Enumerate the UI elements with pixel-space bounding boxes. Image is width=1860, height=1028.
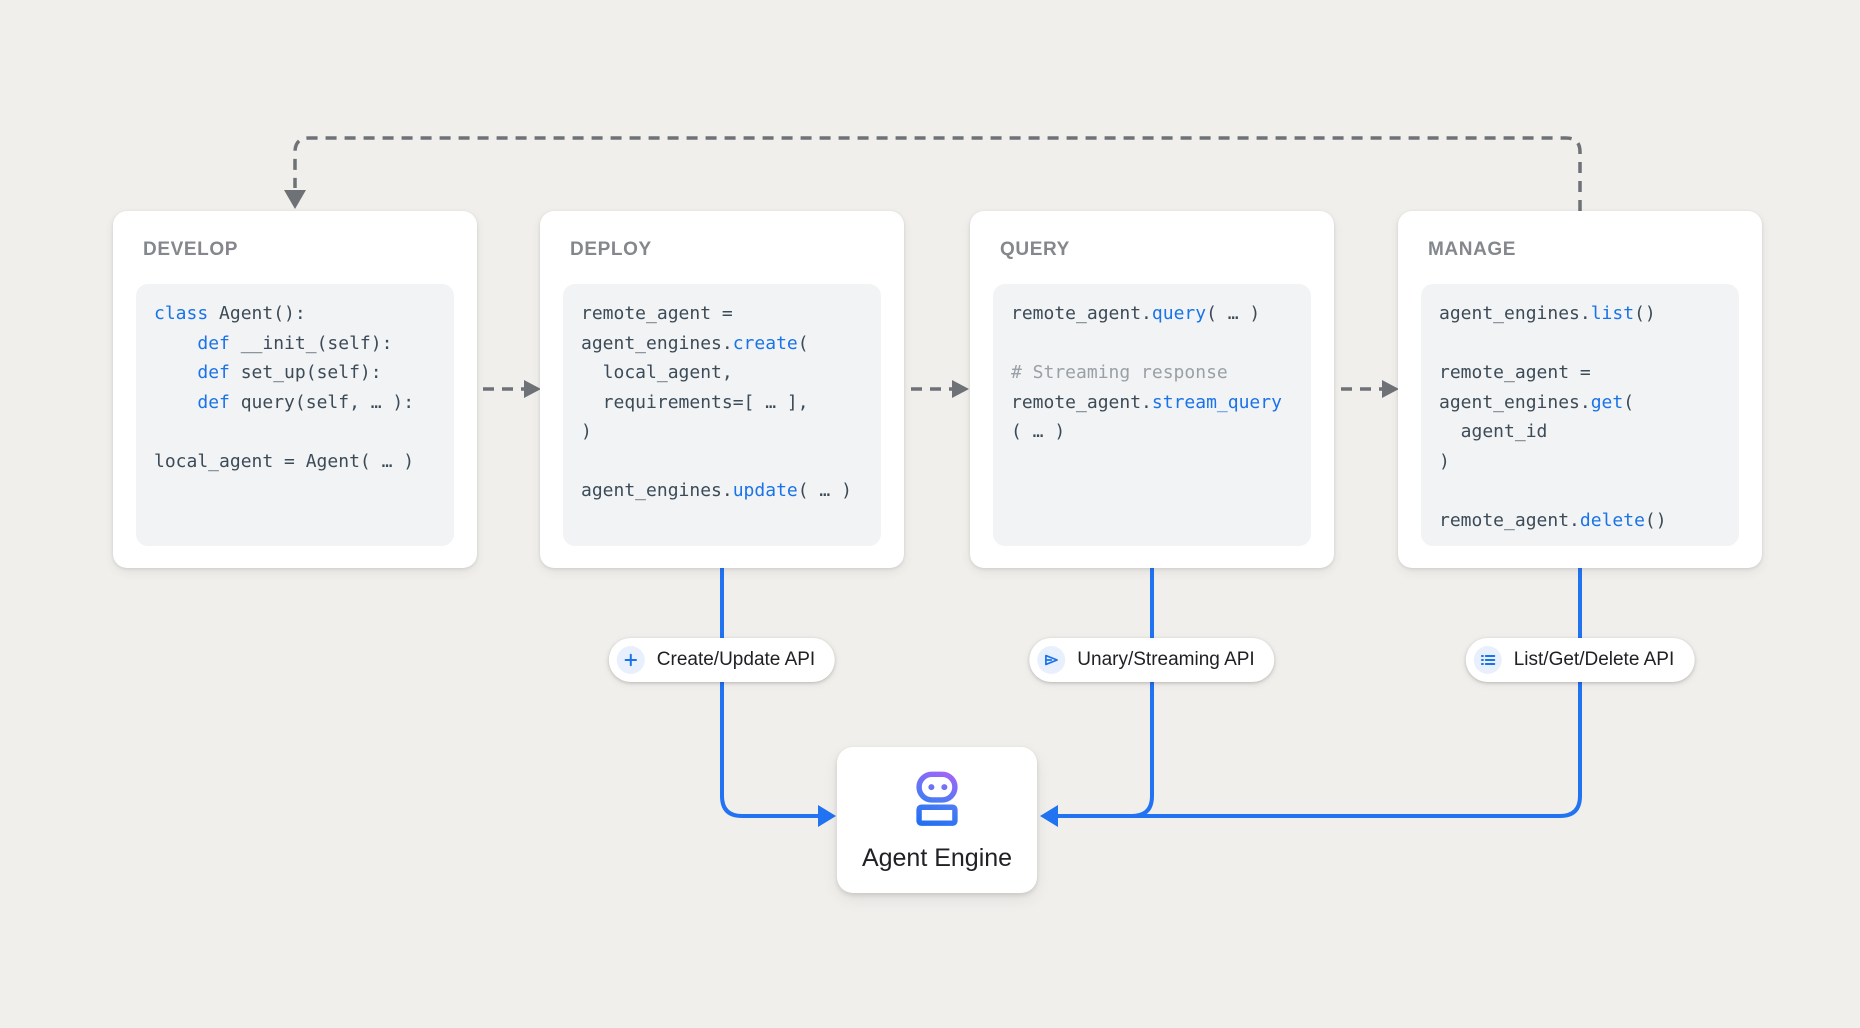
card-develop: DEVELOP class Agent(): def __init_(self)… bbox=[113, 211, 477, 568]
pill-label: Create/Update API bbox=[656, 649, 816, 670]
code-block-manage: agent_engines.list() remote_agent = agent… bbox=[1421, 284, 1739, 546]
pill-create-update-api: Create/Update API bbox=[608, 638, 836, 682]
code-line: # Streaming response bbox=[1011, 362, 1228, 383]
blue-line-manage-to-engine bbox=[1040, 568, 1582, 827]
code-line: ) bbox=[581, 421, 592, 442]
code-line: remote_agent = bbox=[1439, 362, 1591, 383]
card-manage: MANAGE agent_engines.list() remote_agent… bbox=[1398, 211, 1762, 568]
robot-icon bbox=[906, 768, 968, 835]
code-line: class Agent(): bbox=[154, 303, 306, 324]
blue-line-query-to-engine bbox=[1075, 568, 1154, 818]
code-line: agent_engines.list() bbox=[1439, 303, 1656, 324]
pill-label: Unary/Streaming API bbox=[1077, 649, 1255, 670]
dashed-arrow-deploy-to-query bbox=[911, 380, 969, 398]
code-line: remote_agent.query( … ) bbox=[1011, 303, 1261, 324]
list-icon bbox=[1473, 646, 1502, 674]
card-title: QUERY bbox=[1000, 239, 1070, 260]
code-line bbox=[154, 417, 436, 447]
dashed-arrow-develop-to-deploy bbox=[483, 380, 541, 398]
code-line: agent_engines.update( … ) bbox=[581, 480, 852, 501]
dashed-arrow-query-to-manage bbox=[1341, 380, 1399, 398]
card-title: MANAGE bbox=[1428, 239, 1517, 260]
pill-list-get-delete-api: List/Get/Delete API bbox=[1465, 638, 1695, 682]
code-block-deploy: remote_agent = agent_engines.create( loca… bbox=[563, 284, 881, 546]
agent-engine-node: Agent Engine bbox=[837, 747, 1037, 893]
code-line bbox=[1011, 329, 1293, 359]
card-title: DEPLOY bbox=[570, 239, 652, 260]
code-line: agent_engines.get( bbox=[1439, 391, 1635, 413]
code-line: ) bbox=[1439, 450, 1450, 472]
card-query: QUERY remote_agent.query( … ) # Streamin… bbox=[970, 211, 1334, 568]
code-line: agent_id bbox=[1439, 421, 1548, 442]
plus-icon bbox=[616, 646, 645, 674]
loop-arrowhead-down bbox=[284, 190, 306, 209]
code-line bbox=[1439, 329, 1721, 359]
code-block-query: remote_agent.query( … ) # Streaming resp… bbox=[993, 284, 1311, 546]
code-line: local_agent, bbox=[581, 362, 733, 383]
code-line bbox=[1439, 476, 1721, 506]
pill-label: List/Get/Delete API bbox=[1513, 649, 1675, 670]
blue-line-deploy-to-engine bbox=[720, 568, 836, 827]
pill-unary-streaming-api: Unary/Streaming API bbox=[1029, 638, 1275, 682]
engine-label: Agent Engine bbox=[861, 843, 1013, 872]
card-title: DEVELOP bbox=[143, 239, 238, 260]
card-deploy: DEPLOY remote_agent = agent_engines.creat… bbox=[540, 211, 904, 568]
code-line: agent_engines.create( bbox=[581, 332, 809, 354]
dashed-loop-manage-to-develop bbox=[284, 136, 1582, 211]
code-line: ( … ) bbox=[1011, 421, 1066, 442]
code-line: remote_agent.stream_query bbox=[1011, 391, 1282, 413]
code-line: def query(self, … ): bbox=[197, 391, 415, 413]
code-line: remote_agent.delete() bbox=[1439, 509, 1667, 531]
code-line: def __init_(self): bbox=[197, 332, 393, 354]
code-line: def set_up(self): bbox=[197, 362, 382, 383]
send-icon bbox=[1037, 646, 1066, 674]
code-line: requirements=[ … ], bbox=[581, 391, 809, 413]
code-line: local_agent = Agent( … ) bbox=[154, 450, 415, 472]
code-line bbox=[581, 447, 863, 477]
code-line: remote_agent = bbox=[581, 303, 733, 324]
code-block-develop: class Agent(): def __init_(self): def se… bbox=[136, 284, 454, 546]
